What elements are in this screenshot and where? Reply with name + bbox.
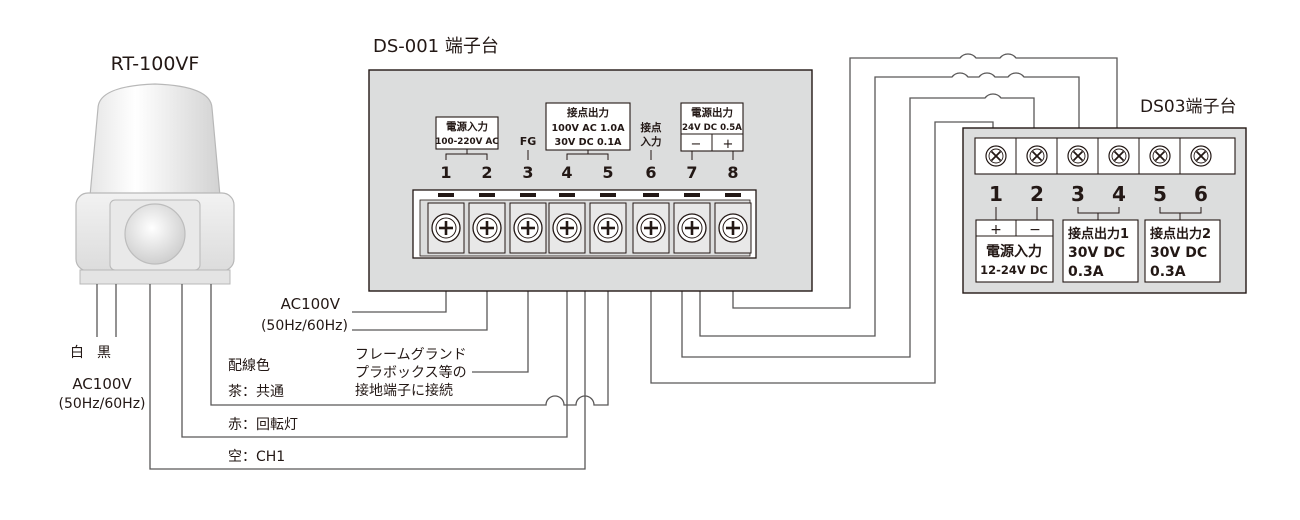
wire-black-label: 黒 <box>97 345 111 361</box>
ds001-terminal-number: 2 <box>481 163 492 182</box>
svg-text:接点出力1: 接点出力1 <box>1068 226 1129 242</box>
wiring-color-heading: 配線色 <box>228 357 270 374</box>
ds001-terminal-numbers: 1 2 3 4 5 6 7 8 <box>440 163 738 182</box>
ds001-power-out-label: 電源出力 24V DC 0.5A − + <box>680 102 744 160</box>
ds001-terminal-number: 6 <box>645 163 656 182</box>
red-wire-label: 赤：回転灯 <box>228 417 298 433</box>
svg-text:30V DC: 30V DC <box>1150 245 1207 261</box>
ds03-terminal-number: 1 <box>989 182 1003 206</box>
ds001-screw <box>551 212 583 244</box>
device-ac-label-line1: AC100V <box>72 375 132 393</box>
ds03-terminal-number: 6 <box>1194 182 1208 206</box>
svg-text:24V DC 0.5A: 24V DC 0.5A <box>682 123 742 133</box>
svg-text:12-24V DC: 12-24V DC <box>980 263 1048 277</box>
ds001-title: DS-001 端子台 <box>373 36 499 57</box>
ac-input-label-line2: (50Hz/60Hz) <box>261 318 348 334</box>
fg-note-line1: フレームグランド <box>355 347 467 363</box>
svg-text:30V DC 0.1A: 30V DC 0.1A <box>555 137 622 148</box>
ds03-screw <box>985 145 1007 167</box>
wire-white-label: 白 <box>70 345 84 361</box>
wires <box>96 53 1118 470</box>
ds03-terminal-strip <box>974 137 1236 175</box>
ds03-screw <box>1190 145 1212 167</box>
ds03-screw <box>1067 145 1089 167</box>
ds03-terminal-number: 2 <box>1030 182 1044 206</box>
ds001-screw <box>512 212 544 244</box>
svg-text:入力: 入力 <box>641 135 662 148</box>
svg-text:+: + <box>990 222 1002 238</box>
ds03-terminal-number: 4 <box>1112 182 1126 206</box>
ds001-screw <box>635 212 667 244</box>
svg-text:30V DC: 30V DC <box>1068 245 1125 261</box>
svg-text:100V AC 1.0A: 100V AC 1.0A <box>551 123 625 134</box>
svg-text:電源入力: 電源入力 <box>986 243 1042 260</box>
fg-note-line3: 接地端子に接続 <box>355 382 453 399</box>
rotating-lamp-illustration <box>75 83 235 285</box>
svg-text:電源出力: 電源出力 <box>691 106 733 119</box>
ds001-contact-in-label: 接点 入力 <box>641 121 662 160</box>
ac-input-label-line1: AC100V <box>281 295 341 313</box>
brown-wire-label: 茶：共通 <box>228 384 284 400</box>
empty-wire-label: 空：CH1 <box>228 449 285 465</box>
ds03-terminal-number: 3 <box>1071 182 1085 206</box>
svg-text:接点: 接点 <box>641 121 662 134</box>
ds03-terminal-number: 5 <box>1153 182 1167 206</box>
svg-text:−: − <box>691 137 702 152</box>
ds001-screw <box>592 212 624 244</box>
svg-text:0.3A: 0.3A <box>1150 264 1186 280</box>
svg-text:+: + <box>723 137 734 152</box>
svg-text:接点出力2: 接点出力2 <box>1150 226 1211 242</box>
ds001-fg-label: FG <box>520 135 537 148</box>
device-ac-label-line2: (50Hz/60Hz) <box>58 396 145 412</box>
fg-note-line2: プラボックス等の <box>355 364 467 381</box>
svg-text:0.3A: 0.3A <box>1068 264 1104 280</box>
ds001-terminal-number: 3 <box>522 163 533 182</box>
svg-text:−: − <box>1029 222 1041 238</box>
svg-text:電源入力: 電源入力 <box>446 120 488 133</box>
ds03-screw <box>1108 145 1130 167</box>
ds03-terminal-numbers: 1 2 3 4 5 6 <box>989 182 1208 206</box>
ds03-power-in-label: + − 電源入力 12-24V DC <box>975 219 1054 283</box>
ds001-screw <box>430 212 462 244</box>
ds001-terminal-number: 8 <box>727 163 738 182</box>
ds001-terminal-number: 1 <box>440 163 451 182</box>
ds001-screw <box>676 212 708 244</box>
ds001-contact-out-label: 接点出力 100V AC 1.0A 30V DC 0.1A <box>545 102 631 160</box>
ds001-terminal-number: 7 <box>686 163 697 182</box>
ds001-power-in-label: 電源入力 100-220V AC <box>435 116 499 160</box>
ds001-terminal-strip <box>412 189 757 259</box>
ds001-terminal-number: 5 <box>602 163 613 182</box>
svg-text:100-220V AC: 100-220V AC <box>435 137 499 147</box>
ds03-screw <box>1026 145 1048 167</box>
ds001-screw <box>717 212 749 244</box>
ds03-screw <box>1149 145 1171 167</box>
device-title: RT-100VF <box>111 53 200 75</box>
ds03-title: DS03端子台 <box>1140 97 1237 117</box>
svg-text:接点出力: 接点出力 <box>567 106 609 119</box>
ds001-terminal-number: 4 <box>561 163 572 182</box>
ds03-contact1-label: 接点出力1 30V DC 0.3A <box>1062 219 1139 283</box>
ds03-contact2-label: 接点出力2 30V DC 0.3A <box>1144 219 1221 283</box>
ds001-screw <box>471 212 503 244</box>
